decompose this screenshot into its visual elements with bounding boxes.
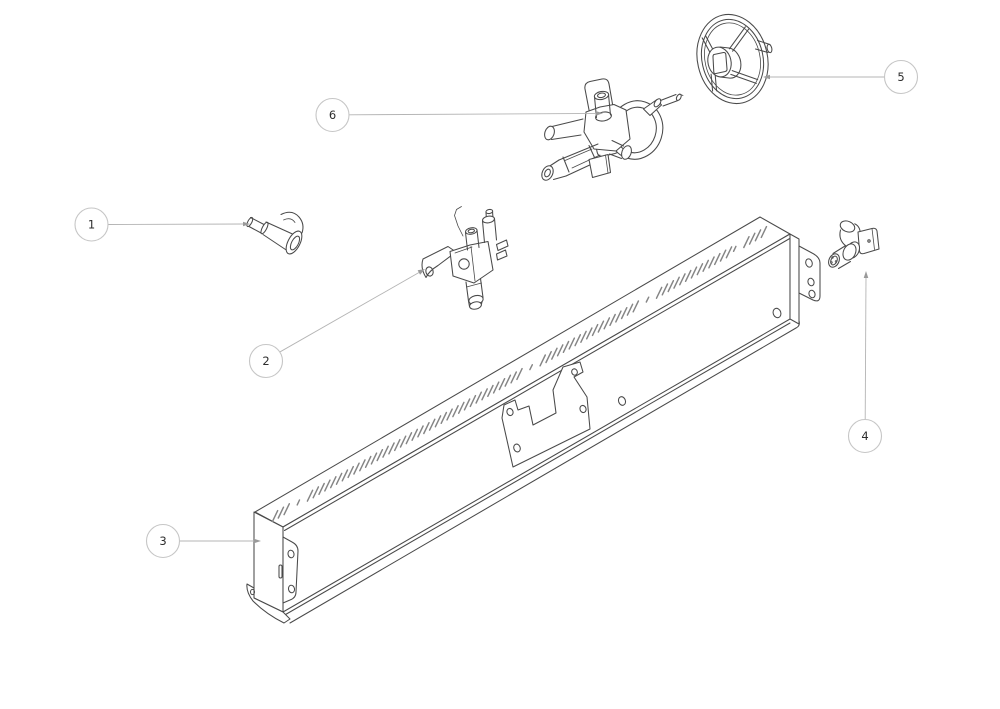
callout-number-4: 4 (861, 429, 868, 443)
control-knob-drawing (696, 13, 773, 105)
channel-mounting-plate (501, 361, 591, 468)
leader-line-2 (279, 269, 425, 353)
leader-line-5 (763, 74, 885, 80)
vent-slot-band (271, 225, 768, 523)
callout-number-5: 5 (897, 70, 904, 84)
callout-number-3: 3 (159, 534, 166, 548)
orifice-elbow-fitting-left-drawing (246, 211, 304, 255)
callout-number-2: 2 (262, 354, 269, 368)
callout-number-1: 1 (88, 218, 95, 232)
leader-line-1 (108, 221, 250, 227)
fitting-block (857, 227, 880, 255)
valve-body (583, 103, 631, 152)
leader-line-4 (863, 271, 869, 420)
callout-balloon-4[interactable]: 4 (847, 418, 883, 454)
leader-lines (108, 74, 885, 544)
channel-left-end (253, 511, 284, 613)
callout-number-6: 6 (329, 108, 336, 122)
burner-support-channel-drawing (246, 216, 821, 624)
knob-d-hole (712, 51, 728, 75)
channel-right-end (789, 233, 800, 325)
gas-valve-drawing (541, 78, 684, 181)
callout-balloon-6[interactable]: 6 (315, 97, 350, 133)
callout-balloon-3[interactable]: 3 (145, 523, 181, 559)
pilot-burner-valve-assembly-drawing (421, 206, 509, 310)
elbow-connector-fitting-right-drawing (828, 220, 880, 270)
channel-top-face (254, 216, 791, 528)
callout-balloon-5[interactable]: 5 (883, 59, 919, 95)
leader-line-3 (179, 538, 261, 544)
callout-balloon-1[interactable]: 1 (74, 207, 109, 242)
callout-balloon-2[interactable]: 2 (248, 343, 284, 379)
leader-line-6 (349, 111, 603, 116)
channel-foot-flange (246, 583, 291, 624)
pilot-bracket-arm (421, 245, 457, 279)
channel-right-flange (798, 245, 821, 302)
